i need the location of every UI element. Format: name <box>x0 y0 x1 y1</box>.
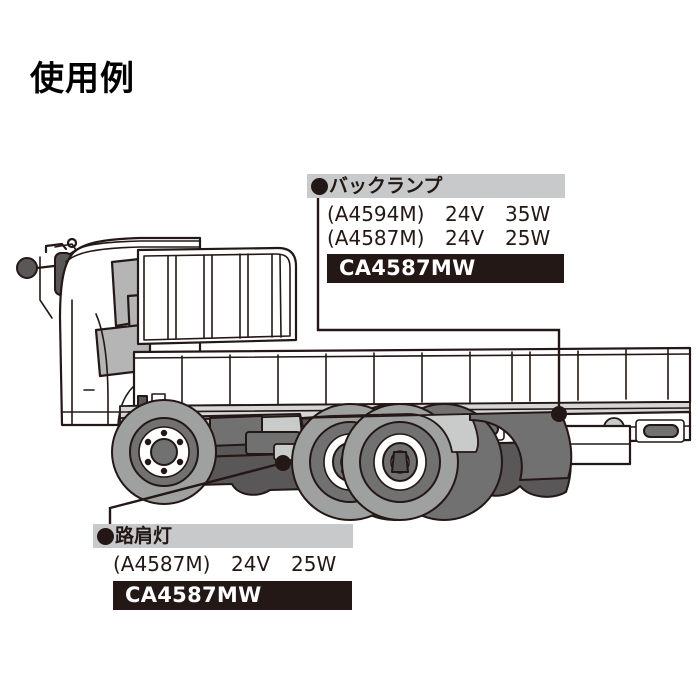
spec-wattage: 25W <box>505 225 551 250</box>
bullet-dot-icon <box>97 527 114 545</box>
truck-chassis <box>119 393 572 498</box>
callout-back-lamp-part-bar: CA4587MW <box>327 254 564 284</box>
spec-code: (A4587M) <box>113 552 211 576</box>
spec-voltage: 24V <box>445 202 485 226</box>
spec-row: (A4587M) 24V 25W <box>327 225 565 251</box>
callout-back-lamp-title: バックランプ <box>329 174 443 197</box>
leader-line-shoulder <box>108 455 291 534</box>
truck-cab <box>58 236 205 427</box>
spec-voltage: 24V <box>445 225 485 250</box>
callout-back-lamp-header: バックランプ <box>307 174 565 198</box>
callout-shoulder-lamp-part-bar: CA4587MW <box>113 580 352 610</box>
spec-wattage: 35W <box>505 202 551 226</box>
spec-row: (A4587M) 24V 25W <box>113 552 353 577</box>
callout-back-lamp: バックランプ (A4594M) 24V 35W (A4587M) 24V 25W… <box>307 174 565 284</box>
callout-shoulder-lamp-header: 路肩灯 <box>93 524 353 548</box>
rear-wheel-rear-axle <box>341 403 503 521</box>
spec-voltage: 24V <box>231 552 271 576</box>
part-number: CA4587MW <box>339 256 476 281</box>
part-number: CA4587MW <box>125 582 262 607</box>
cab-mirrors <box>16 237 78 319</box>
rear-fender <box>299 411 573 481</box>
callout-shoulder-lamp: 路肩灯 (A4587M) 24V 25W CA4587MW <box>93 524 353 610</box>
bullet-dot-icon <box>311 177 328 195</box>
rear-wheel-front-axle <box>291 403 453 521</box>
callout-shoulder-lamp-specs: (A4587M) 24V 25W <box>93 552 353 577</box>
front-wheel <box>111 399 217 505</box>
spec-code: (A4594M) <box>327 202 425 226</box>
callout-shoulder-lamp-title: 路肩灯 <box>115 524 173 547</box>
spec-code: (A4587M) <box>327 225 425 250</box>
spec-row: (A4594M) 24V 35W <box>327 202 565 227</box>
spec-wattage: 25W <box>291 552 337 576</box>
rear-bumper <box>438 410 692 466</box>
callout-back-lamp-specs: (A4594M) 24V 35W (A4587M) 24V 25W <box>307 202 565 251</box>
page-title: 使用例 <box>30 59 135 99</box>
